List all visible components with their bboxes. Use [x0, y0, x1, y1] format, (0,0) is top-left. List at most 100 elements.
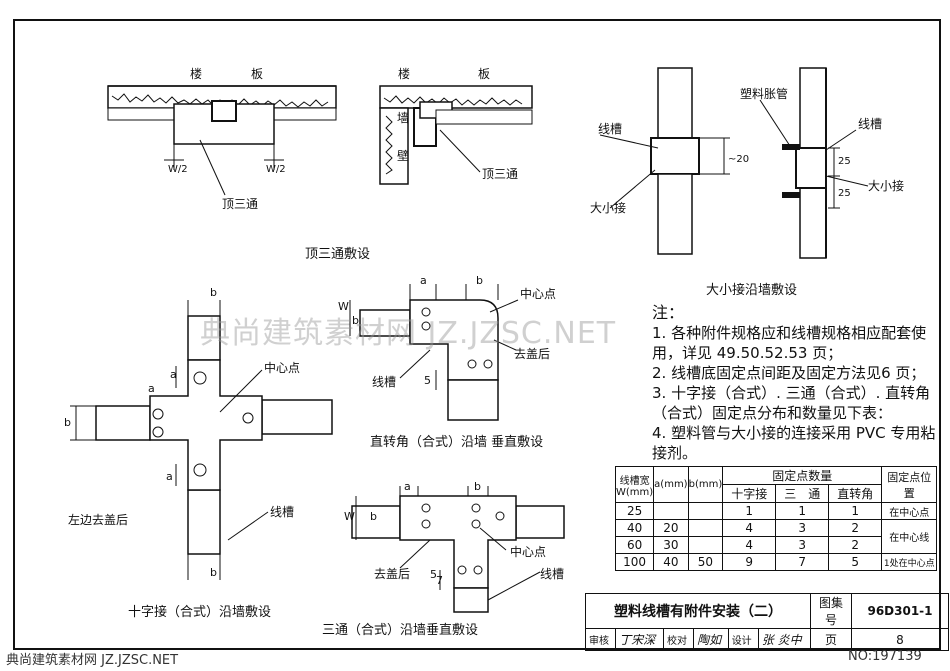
dim-20: ~20	[728, 154, 749, 165]
sheet-border	[13, 19, 941, 650]
reducer-label-right: 大小接	[868, 178, 904, 193]
cell-tee: 1	[775, 502, 830, 520]
cell-b	[687, 519, 724, 537]
th-width: 线槽宽 W(mm)	[614, 466, 655, 503]
dim-w2-right: W/2	[266, 164, 286, 175]
tee-dim-w: W	[344, 510, 355, 523]
cell-tee: 3	[775, 519, 830, 537]
cross-dim-b-bottom: b	[210, 566, 217, 579]
elbow-dim-b-top: b	[476, 274, 483, 287]
tee-dim-b-left: b	[370, 510, 377, 523]
cross-dim-a3: a	[166, 470, 173, 483]
elbow-dim-a: a	[420, 274, 427, 287]
cell-b	[687, 502, 724, 520]
atlas-label: 图集号	[810, 593, 852, 629]
wall-top-tee-diagram: 楼 板 墙 壁 顶三通	[379, 66, 533, 185]
cell-a: 30	[653, 536, 689, 554]
cell-tee: 7	[775, 553, 830, 571]
note-item-2: 2. 线槽底固定点间距及固定方法见6 页；	[652, 364, 926, 382]
review-signature: 丁宋深	[615, 628, 665, 651]
cell-a: 40	[653, 553, 689, 571]
watermark-center: 典尚建筑素材网 JZ.JZSC.NET	[200, 316, 617, 351]
atlas-number: 96D301-1	[851, 593, 949, 629]
cell-pos: 1处在中心点	[881, 553, 938, 571]
floor-label-1: 楼	[190, 66, 202, 81]
notes-heading: 注：	[652, 303, 685, 322]
watermark-bottom-left: 典尚建筑素材网 JZ.JZSC.NET	[6, 653, 179, 668]
cell-a: 20	[653, 519, 689, 537]
table-row: 60 30 4 3 2	[614, 536, 937, 554]
elbow-dim-w: W	[338, 300, 349, 313]
table-row: 40 20 4 3 2 在中心线	[614, 519, 938, 554]
reducer-label-left: 大小接	[590, 200, 626, 215]
cross-dim-b-top: b	[210, 286, 217, 299]
design-signature: 张 炎中	[757, 628, 812, 651]
cell-elbow: 2	[828, 536, 883, 554]
note-item-4: 4. 塑料管与大小接的连接采用 PVC 专用粘接剂。	[652, 424, 936, 462]
design-label: 设计	[727, 628, 759, 651]
th-count: 固定点数量	[722, 466, 883, 485]
top-tee-caption: 顶三通敷设	[305, 247, 370, 262]
cell-tee: 3	[775, 536, 830, 554]
top-tee-diagram: 楼 板 W/2 W/2 顶三通 顶三通敷设	[107, 66, 370, 262]
note-item-1: 1. 各种附件规格应和线槽规格相应配套使用，详见 49.50.52.53 页；	[652, 324, 927, 362]
tee-center-label: 中心点	[510, 544, 546, 559]
tee-caption: 三通（合式）沿墙垂直敷设	[322, 623, 478, 638]
th-cross: 十字接	[722, 484, 777, 503]
watermark-bottom-right: NO:197139	[848, 649, 922, 664]
th-pos: 固定点位置	[881, 466, 938, 503]
table-row: 25 1 1 1 在中心点	[614, 502, 938, 520]
elbow-dim-b-left: b	[352, 314, 359, 327]
tee-cover-label: 去盖后	[374, 567, 410, 581]
th-tee: 三 通	[775, 484, 830, 503]
page-number: 8	[851, 628, 949, 651]
cell-w: 60	[614, 536, 655, 554]
cell-w: 25	[614, 502, 655, 520]
cross-center-label: 中心点	[264, 360, 300, 375]
cell-pos: 在中心线	[881, 519, 938, 554]
elbow-joint-diagram: a b b W 5 中心点 去盖后 线槽 直转角（合式）沿墙 垂直敷设	[338, 274, 556, 450]
cross-joint-diagram: b b a a a b 中心点 线槽 左边去盖后 十字接（合式）沿墙敷设	[64, 286, 333, 620]
dim-w2-left: W/2	[168, 164, 188, 175]
cross-cover-label: 左边去盖后	[68, 512, 128, 527]
cell-elbow: 2	[828, 519, 883, 537]
cell-w: 100	[614, 553, 655, 571]
cell-cross: 1	[722, 502, 777, 520]
tee-dim-a: a	[404, 480, 411, 493]
cross-dim-a2: a	[148, 382, 155, 395]
mid-floor-label-2: 板	[478, 67, 490, 81]
tee-trough-label: 线槽	[540, 567, 564, 581]
cell-cross: 9	[722, 553, 777, 571]
reducer-caption: 大小接沿墙敷设	[706, 282, 797, 298]
wall-top-tee-label: 顶三通	[482, 167, 518, 181]
cell-b: 50	[687, 553, 724, 571]
cell-elbow: 5	[828, 553, 883, 571]
cross-trough-label: 线槽	[270, 505, 294, 519]
elbow-center-label: 中心点	[520, 286, 556, 301]
tee-dim-b-top: b	[474, 480, 481, 493]
top-tee-label: 顶三通	[222, 197, 258, 211]
elbow-dim-5: 5	[424, 374, 431, 387]
plastic-pipe-label: 塑料胀管	[740, 86, 788, 101]
reducer-diagram: 塑料胀管 线槽 线槽 大小接 大小接 ~20 25 25 大小接沿墙敷设	[590, 67, 904, 298]
elbow-trough-label: 线槽	[372, 375, 396, 389]
check-signature: 陶如	[693, 628, 729, 651]
cell-pos: 在中心点	[881, 502, 938, 520]
note-item-3: 3. 十字接（合式）. 三通（合式）. 直转角（合式）固定点分布和数量见下表：	[652, 384, 931, 422]
fixing-point-table: 线槽宽 W(mm) a(mm) b(mm) 固定点数量 固定点位置 十字接 三 …	[614, 466, 938, 571]
tee-dim-7: 7	[436, 574, 443, 587]
dim-25b: 25	[838, 188, 851, 199]
th-a: a(mm)	[653, 466, 689, 503]
elbow-cover-label: 去盖后	[514, 347, 550, 361]
cell-b	[687, 536, 724, 554]
title-block: 塑料线槽有附件安装（二） 图集号 96D301-1 审核 丁宋深 校对 陶如 设…	[584, 593, 949, 651]
elbow-caption: 直转角（合式）沿墙 垂直敷设	[370, 435, 543, 450]
review-label: 审核	[584, 628, 617, 651]
drawing-title: 塑料线槽有附件安装（二）	[585, 593, 811, 629]
table-row: 100 40 50 9 7 5 1处在中心点	[614, 553, 938, 571]
mid-floor-label-1: 楼	[398, 66, 410, 81]
wall-label-1: 墙	[397, 111, 409, 125]
cell-w: 40	[614, 519, 655, 537]
tee-dim-5: 5	[430, 568, 437, 581]
tee-joint-diagram: a b b W 5 7 中心点 去盖后 线槽 三通（合式）沿墙垂直敷设	[322, 480, 565, 638]
